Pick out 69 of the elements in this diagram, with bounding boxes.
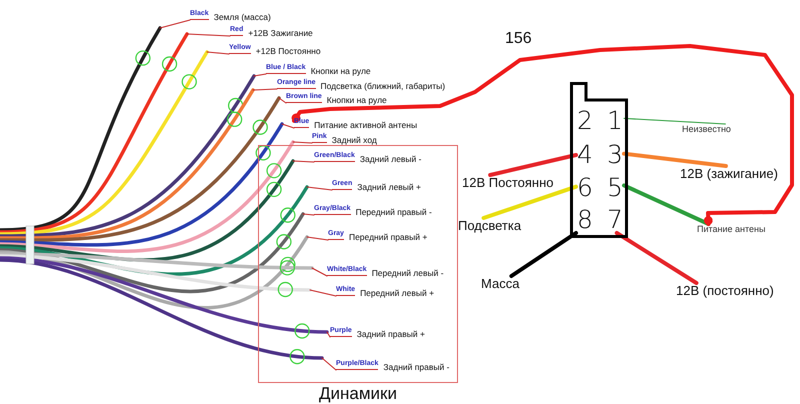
function-label: Задний ход [332,135,377,145]
pin-number: 4 [576,142,594,168]
function-label: +12В Зажигание [248,28,313,38]
leader-line [326,332,330,338]
wire [0,254,312,298]
function-label: Задний левый + [357,182,421,192]
connector-wire [624,118,726,124]
wire [0,159,295,262]
function-label: Кнопки на руле [310,66,371,76]
leader-line [302,214,314,216]
connector-wire [622,152,728,168]
function-label: Задний правый - [383,362,450,372]
wire [0,256,329,339]
leader-line [322,358,336,370]
leader-line [186,34,230,36]
leader-line [160,20,190,28]
leader-line [254,74,266,76]
wire-function-label: Питание антены [697,224,779,235]
wire [0,50,209,236]
function-label: Передний левый - [372,268,444,278]
leader-line [292,160,314,162]
leader-line [312,268,328,276]
wire [0,140,295,253]
wire-function-label: 12В Постоянно [462,175,556,190]
connector-wire [509,231,578,278]
function-label: Передний правый - [356,207,432,217]
leader-line [306,236,328,240]
function-label: Земля (масса) [214,12,271,22]
leader-line [278,98,286,104]
leader-line [306,186,332,190]
leader-line [292,142,312,144]
leader-line [282,124,294,128]
wire [0,26,162,232]
pin-number: 7 [606,207,624,233]
function-label: Передний правый + [348,232,428,242]
pin-number: 1 [606,108,624,134]
leader-line [206,52,230,54]
pin-number: 8 [576,207,594,233]
connector-wire [614,231,698,285]
function-label: Передний левый + [360,288,434,298]
function-label: Задний левый - [360,154,422,164]
wire-function-label: 12В (зажигание) [680,166,782,181]
number-label: 156 [505,30,532,48]
wire-function-label: Неизвестно [682,124,744,135]
pin-number: 6 [576,175,594,201]
wire [0,212,305,294]
leader-line [252,88,278,90]
wire [0,185,309,276]
wire-function-label: Масса [481,276,519,291]
pin-number: 2 [576,108,594,134]
wire-function-label: Подсветка [458,218,522,233]
leader-line [310,290,336,296]
wire [0,32,189,234]
wire-function-label: 12В (постоянно) [676,283,778,298]
wire [0,122,284,246]
group-heading: Динамики [318,384,398,404]
function-label: Задний правый + [356,329,425,339]
function-label: +12В Постоянно [256,46,321,56]
pin-number: 3 [606,142,624,168]
wire [0,258,324,364]
function-label: Подсветка (ближний, габариты) [320,81,446,91]
antenna-wire [292,44,794,226]
connector-wire [482,184,578,220]
pin-number: 5 [606,175,624,201]
function-label: Кнопки на руле [326,95,387,105]
wire [0,252,314,276]
function-label: Питание активной антены [314,120,418,130]
connector-wire [488,153,578,177]
wire [0,235,309,310]
